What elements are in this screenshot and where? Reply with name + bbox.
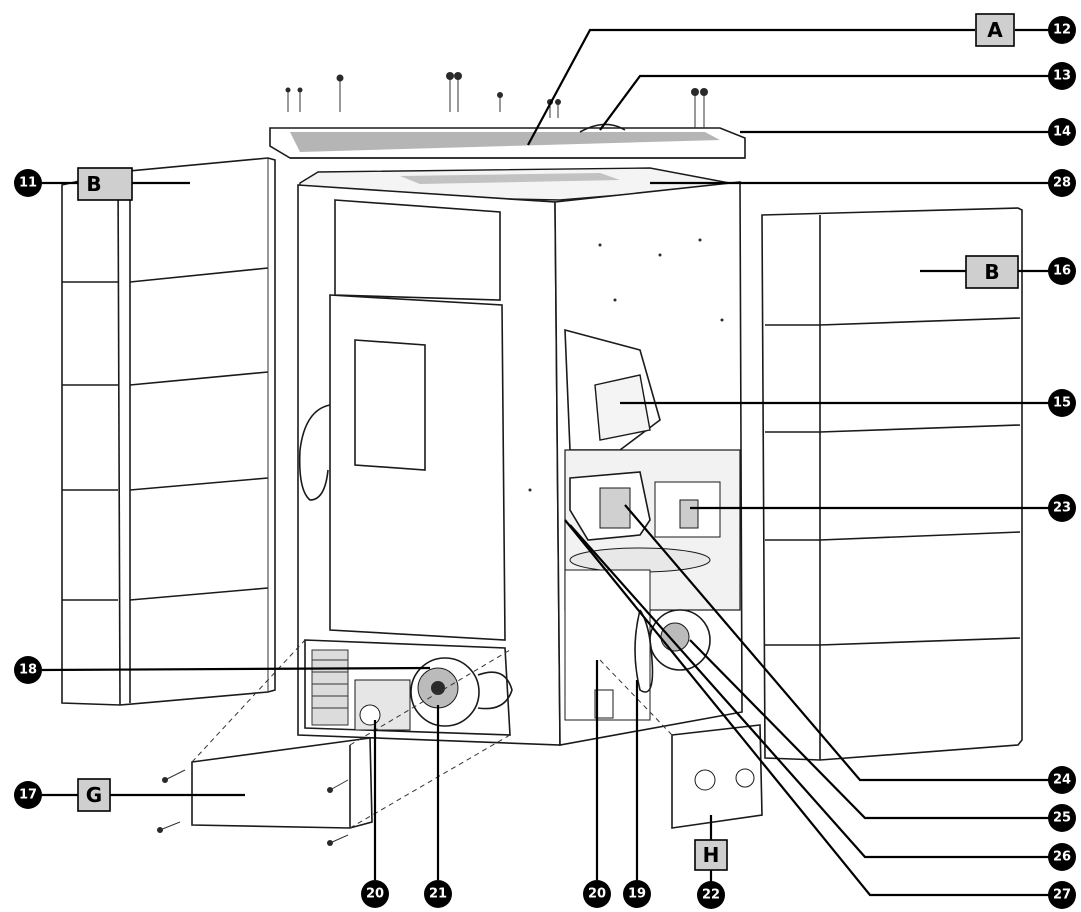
callout-25: 25 [1048,804,1076,832]
right-side-panel [761,207,1023,761]
svg-text:21: 21 [429,887,447,902]
callout-13: 13 [1048,62,1076,90]
callout-20-left: 20 [361,880,389,908]
label-B-right: B [965,255,1019,289]
label-H-text: H [703,843,720,867]
callout-24: 24 [1048,766,1076,794]
rear-plate [599,659,763,829]
callout-26: 26 [1048,843,1076,871]
label-H: H [694,839,728,871]
callout-20-right: 20 [583,880,611,908]
svg-text:12: 12 [1053,23,1071,38]
left-side-panel [61,157,276,706]
svg-text:20: 20 [366,887,384,902]
callout-21: 21 [424,880,452,908]
hopper-interior [564,328,741,721]
callout-28: 28 [1048,169,1076,197]
svg-text:20: 20 [588,887,606,902]
callout-27: 27 [1048,881,1076,909]
panel-rivets [528,238,724,492]
callout-19: 19 [623,880,651,908]
svg-text:19: 19 [628,887,646,902]
svg-text:16: 16 [1053,264,1071,279]
callout-23: 23 [1048,494,1076,522]
svg-text:27: 27 [1053,888,1071,903]
callout-16: 16 [1048,257,1076,285]
svg-text:24: 24 [1053,773,1071,788]
stove-body [297,167,743,746]
label-A-text: A [987,18,1003,42]
label-B-left-text: B [86,172,101,196]
callout-18: 18 [14,656,42,684]
callout-14: 14 [1048,118,1076,146]
callout-15: 15 [1048,389,1076,417]
svg-text:28: 28 [1053,176,1071,191]
svg-text:17: 17 [19,788,37,803]
label-G: G [77,778,111,812]
svg-text:11: 11 [19,176,37,191]
label-B-left: B [77,167,133,201]
svg-text:26: 26 [1053,850,1071,865]
label-G-text: G [86,783,102,807]
fan-motor [354,657,513,731]
label-A: A [975,13,1015,47]
svg-text:23: 23 [1053,501,1071,516]
svg-text:22: 22 [702,888,720,903]
svg-text:14: 14 [1053,125,1071,140]
svg-text:18: 18 [19,663,37,678]
top-screws [285,72,708,128]
vent-grille [311,649,349,726]
svg-text:13: 13 [1053,69,1071,84]
callout-22: 22 [697,881,725,909]
callout-11: 11 [14,169,42,197]
top-panel [269,123,746,159]
svg-text:25: 25 [1053,811,1071,826]
leader-lines [41,28,1052,897]
callout-17: 17 [14,781,42,809]
label-B-right-text: B [984,260,999,284]
callout-12: 12 [1048,16,1076,44]
front-lower-panel [157,639,511,846]
svg-text:15: 15 [1053,396,1071,411]
